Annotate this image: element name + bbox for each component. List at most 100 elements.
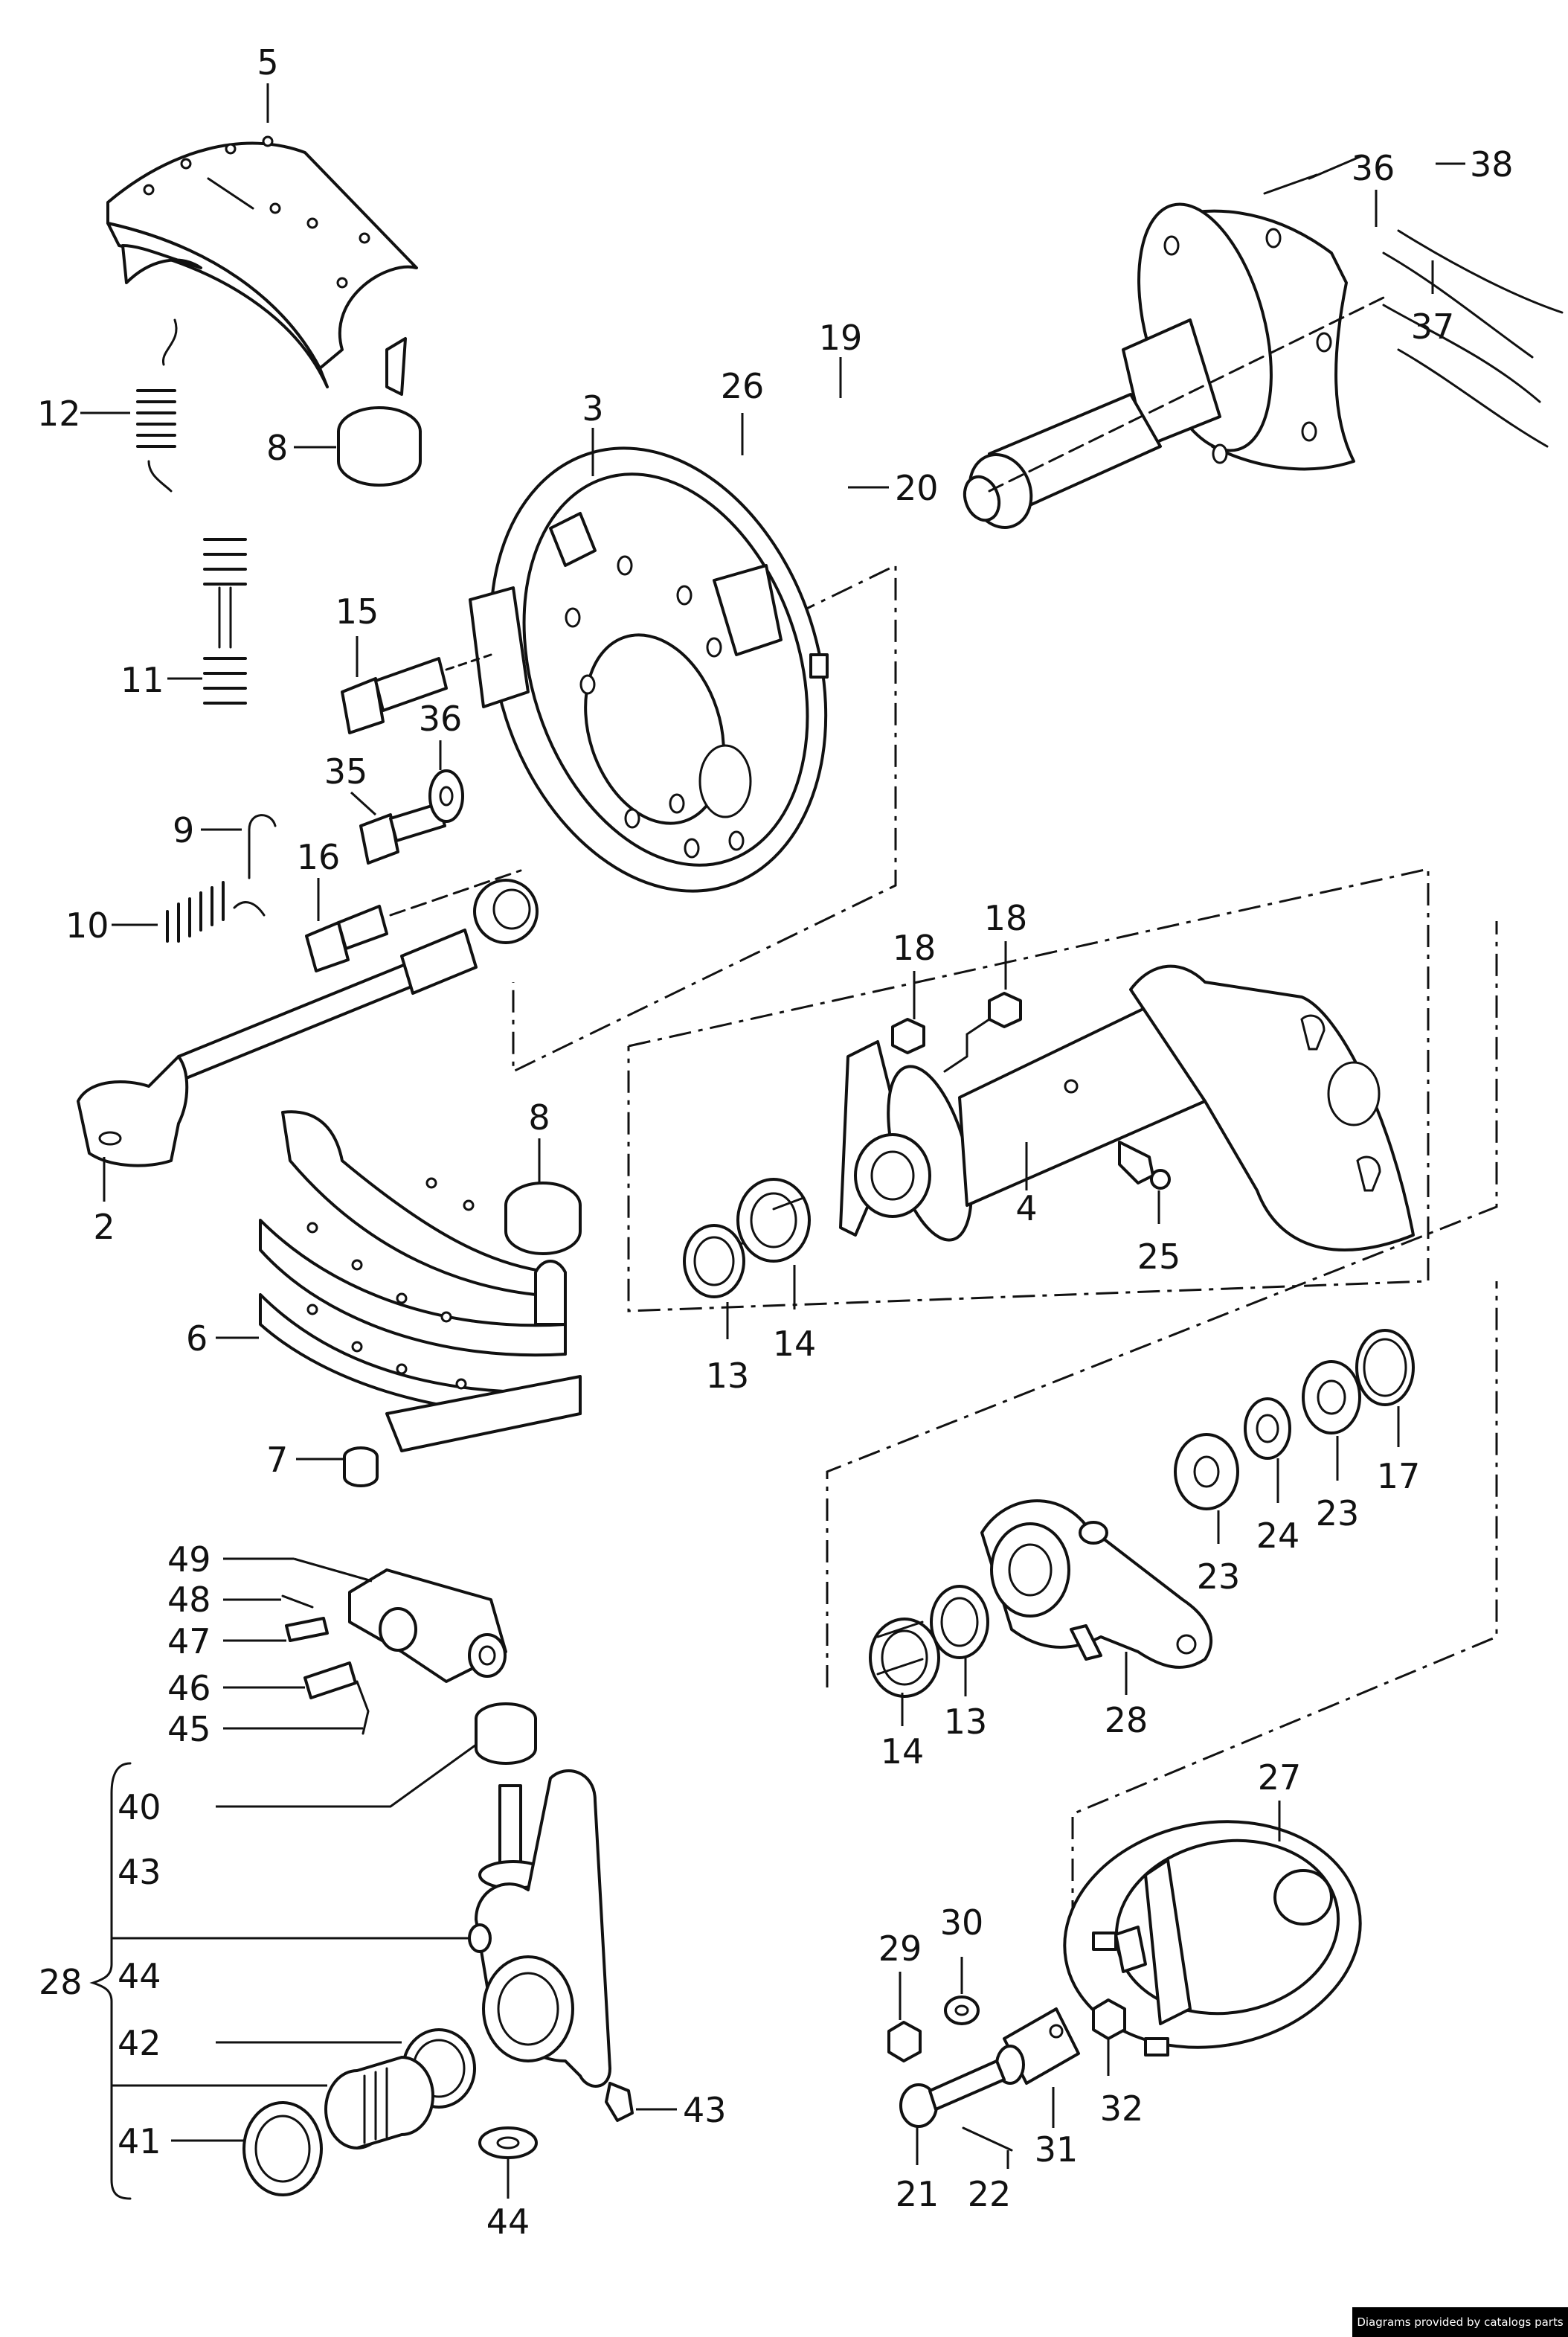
callout-8-lower: 8 xyxy=(528,1097,550,1138)
callout-4: 4 xyxy=(1015,1188,1037,1228)
pin-7 xyxy=(343,1446,379,1487)
callout-37: 37 xyxy=(1411,307,1455,347)
callout-44-bracket: 44 xyxy=(118,1956,161,1996)
callout-28-bracket: 28 xyxy=(39,1962,83,2002)
leader-lines xyxy=(80,83,1465,2199)
bolt-35 xyxy=(359,802,446,865)
callout-36-left: 36 xyxy=(419,699,463,739)
slack-adjuster-right xyxy=(980,1499,1213,1669)
callout-31: 31 xyxy=(1035,2129,1079,2170)
callout-35: 35 xyxy=(324,751,368,792)
callout-46: 46 xyxy=(167,1668,211,1708)
callout-3: 3 xyxy=(582,388,603,429)
pin-9 xyxy=(248,814,277,879)
spring-12 xyxy=(136,318,178,493)
spring-11 xyxy=(203,538,247,705)
bolt-16 xyxy=(305,869,522,972)
brake-chamber xyxy=(1063,1820,1362,2057)
callout-18-left: 18 xyxy=(893,928,936,968)
callout-44-bottom: 44 xyxy=(486,2202,530,2242)
callout-24: 24 xyxy=(1256,1516,1300,1556)
callout-26: 26 xyxy=(721,366,765,406)
callout-5: 5 xyxy=(257,42,278,83)
callout-20: 20 xyxy=(895,468,939,508)
callout-8: 8 xyxy=(266,428,288,468)
callout-43-right: 43 xyxy=(683,2090,727,2130)
callout-47: 47 xyxy=(167,1621,211,1661)
callout-19: 19 xyxy=(819,318,863,358)
nut-29 xyxy=(887,2021,922,2062)
callout-23-upper: 23 xyxy=(1316,1493,1360,1533)
small-parts-45-48 xyxy=(281,1594,370,1735)
callout-22: 22 xyxy=(968,2174,1012,2214)
clevis-49 xyxy=(348,1568,507,1683)
brake-shoe-top xyxy=(106,135,418,396)
pin-8-top xyxy=(337,406,422,487)
callout-30: 30 xyxy=(940,1902,984,1943)
callout-49: 49 xyxy=(167,1539,211,1580)
callout-2: 2 xyxy=(93,1207,115,1247)
callout-27: 27 xyxy=(1258,1757,1302,1798)
slack-adjuster-arm xyxy=(468,1769,611,2088)
callout-13-upper: 13 xyxy=(706,1356,750,1396)
snap-ring-17 xyxy=(1355,1329,1415,1406)
needle-bearing xyxy=(324,2056,434,2150)
washer-44-bottom xyxy=(478,2126,538,2159)
grease-nipple-43 xyxy=(605,2082,634,2122)
washer-23-lower xyxy=(1174,1433,1239,1510)
callout-42: 42 xyxy=(118,2023,161,2063)
callout-32: 32 xyxy=(1100,2088,1144,2129)
assembly-boundaries xyxy=(512,563,1498,1964)
callout-11: 11 xyxy=(121,660,164,700)
callout-16: 16 xyxy=(297,837,341,877)
callout-40: 40 xyxy=(118,1787,161,1827)
pin-8-middle xyxy=(504,1182,582,1255)
callout-41: 41 xyxy=(118,2121,161,2161)
callout-9: 9 xyxy=(173,810,194,850)
callout-43-bracket: 43 xyxy=(118,1852,161,1892)
spring-10 xyxy=(166,881,266,943)
callout-12: 12 xyxy=(37,394,81,434)
bushings-13-14-lower xyxy=(869,1585,989,1698)
callout-23-lower: 23 xyxy=(1197,1557,1241,1597)
camshaft xyxy=(77,929,478,1167)
callout-14-upper: 14 xyxy=(773,1324,817,1364)
cotter-22 xyxy=(962,2126,1013,2152)
bearing-40 xyxy=(475,1702,537,1765)
clevis-31 xyxy=(995,2007,1080,2085)
callout-38: 38 xyxy=(1470,144,1514,185)
brake-shoe-bottom xyxy=(259,1110,582,1452)
washer-24 xyxy=(1244,1397,1291,1460)
axle-hub xyxy=(963,155,1564,529)
callout-48: 48 xyxy=(167,1580,211,1620)
callout-labels: 5 12 8 11 3 26 19 20 36 38 37 15 36 35 9… xyxy=(37,42,1514,2242)
callout-14-lower: 14 xyxy=(881,1731,925,1772)
grease-nipple-25 xyxy=(1118,1141,1171,1190)
backing-plate xyxy=(469,446,829,893)
callout-36-hub: 36 xyxy=(1352,148,1395,188)
callout-17: 17 xyxy=(1377,1456,1421,1496)
callout-18-right: 18 xyxy=(984,898,1028,938)
callout-6: 6 xyxy=(186,1318,208,1359)
callout-15: 15 xyxy=(335,592,379,632)
bushings-13-14-upper xyxy=(683,1178,811,1298)
nuts-18 xyxy=(891,992,1022,1073)
washer-36-left xyxy=(428,769,464,823)
washer-30 xyxy=(944,1995,980,2025)
callout-13-lower: 13 xyxy=(944,1702,988,1742)
seal-ring xyxy=(473,879,539,944)
callout-29: 29 xyxy=(878,1929,922,1969)
callout-21: 21 xyxy=(896,2174,939,2214)
washer-23-upper xyxy=(1302,1360,1361,1434)
nut-32 xyxy=(1092,1998,1126,2040)
credit-banner: Diagrams provided by catalogs parts xyxy=(1352,2307,1568,2337)
seal-41 xyxy=(242,2101,323,2196)
cam-support-bracket xyxy=(839,964,1415,1251)
pin-21 xyxy=(899,2059,1006,2128)
callout-25: 25 xyxy=(1137,1237,1181,1277)
bolt-15 xyxy=(341,653,492,734)
callout-28-right: 28 xyxy=(1105,1700,1148,1740)
bracket-28 xyxy=(89,1762,132,2200)
callout-10: 10 xyxy=(65,905,109,946)
